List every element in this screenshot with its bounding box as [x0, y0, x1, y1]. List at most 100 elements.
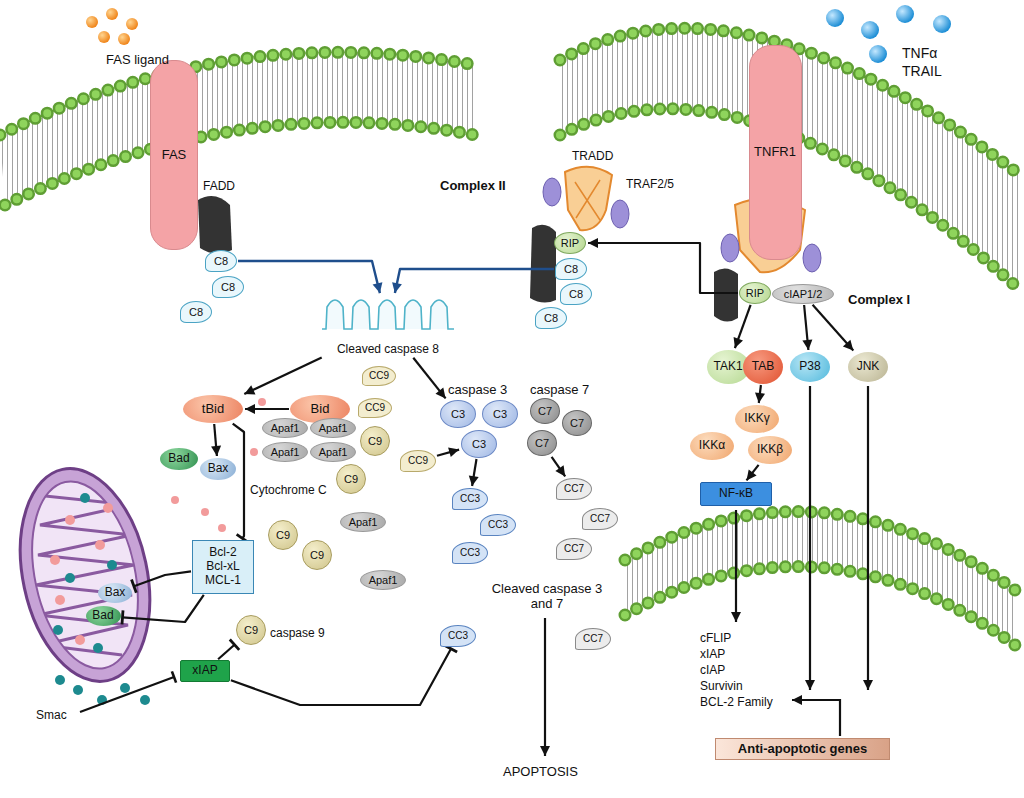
cytochrome-dot	[65, 515, 75, 525]
caspase8-blob: C8	[180, 301, 212, 323]
arrow-head	[843, 340, 853, 351]
inhibition-bar	[230, 640, 239, 650]
smac-dot	[107, 560, 117, 570]
label: Complex II	[440, 176, 506, 194]
apaf1-oval: Apaf1	[340, 512, 386, 532]
node-text: TNFR1	[754, 145, 796, 160]
connector	[245, 404, 289, 414]
connector	[392, 269, 554, 293]
bax-oval: Bax	[200, 458, 236, 480]
node-text: Cleaved caspase 8	[337, 343, 439, 357]
smac-dot	[65, 573, 75, 583]
smac-dot	[55, 675, 65, 685]
connector	[238, 261, 382, 293]
node-text: RIP	[561, 237, 579, 250]
cytochrome-dot	[55, 595, 65, 605]
apaf1-oval: Apaf1	[262, 442, 308, 462]
caspase3-circle: C3	[440, 400, 476, 428]
label-text: APOPTOSIS	[503, 764, 578, 779]
node-text: Bax	[208, 462, 229, 476]
node-text: C8	[221, 281, 235, 294]
caspase8-blob: C8	[560, 283, 592, 305]
ligand-ball	[933, 15, 951, 33]
cleaved-caspase9: CC9	[358, 398, 392, 418]
fadd-shape	[714, 268, 738, 321]
cleaved-caspase3: CC3	[452, 488, 488, 510]
node-text: MCL-1	[205, 574, 241, 588]
arrow-head	[245, 404, 255, 414]
membrane-heads	[5, 122, 475, 205]
node-text: IKKβ	[757, 443, 783, 457]
label: Cleaved caspase 3 and 7	[486, 582, 608, 612]
arrow-head	[448, 447, 459, 457]
connector	[437, 447, 459, 457]
node-text: Apaf1	[271, 422, 300, 435]
node-text: NF-κB	[719, 487, 753, 501]
label: caspase 3	[448, 380, 507, 398]
ikk-circle: IKKγ	[735, 405, 779, 433]
node-text: C3	[472, 438, 486, 451]
rip-circle: RIP	[739, 282, 771, 304]
traf-oval	[721, 234, 739, 262]
node-text: Bad	[92, 609, 113, 623]
connector-line	[395, 269, 554, 293]
apaf1-oval: Apaf1	[360, 570, 406, 590]
nfkb-box: NF-κB	[700, 482, 772, 506]
node-text: C8	[214, 255, 228, 268]
label-text: caspase 7	[530, 382, 589, 397]
node-text: CC7	[583, 633, 603, 645]
label-text: caspase 3	[448, 382, 507, 397]
node-text: CC9	[369, 370, 389, 382]
connector-line	[238, 261, 380, 293]
connector	[802, 305, 812, 350]
connector	[469, 459, 479, 486]
node-text: Apaf1	[271, 446, 300, 459]
arrow-head	[588, 238, 598, 248]
node-text: C9	[344, 473, 358, 486]
node-text: C9	[310, 549, 324, 562]
connector-line	[813, 305, 854, 351]
membrane-core	[0, 52, 475, 205]
cytochrome-dot	[218, 524, 226, 532]
node-text: TAK1	[713, 360, 742, 374]
cytochrome-dot	[171, 496, 179, 504]
connector	[813, 305, 854, 351]
arrow-head	[469, 475, 479, 486]
label: TRADD	[572, 146, 613, 164]
node-text: Bid	[311, 402, 330, 417]
ligand-ball	[869, 45, 887, 63]
caspase9-circle: C9	[360, 426, 390, 456]
node-text: CC3	[460, 493, 480, 505]
smac-dot	[140, 695, 150, 705]
membrane-heads	[5, 122, 475, 205]
apaf1-oval: Apaf1	[310, 418, 356, 438]
node-text: IKKα	[699, 439, 725, 453]
cytochrome-dot	[258, 398, 266, 406]
membrane-heads	[625, 512, 1015, 590]
node-text: CC3	[488, 519, 508, 531]
connector-line	[123, 595, 204, 622]
cleaved-caspase8: Cleaved caspase 8	[318, 295, 458, 357]
label: TNFα	[902, 44, 937, 62]
node-text: Apaf1	[349, 516, 378, 529]
node-text: C8	[189, 306, 203, 319]
caspase7-circle: C7	[530, 398, 560, 424]
inhibition-connector	[132, 571, 192, 592]
membrane-core	[560, 28, 1020, 290]
cytochrome-dot	[201, 508, 209, 516]
label: FAS ligand	[106, 50, 169, 68]
node-text: CC9	[365, 402, 385, 414]
connector	[413, 358, 445, 399]
traf-oval	[543, 178, 561, 206]
node-text: Bax	[105, 586, 126, 600]
traf-oval	[803, 244, 821, 272]
caspase8-blob: C8	[205, 250, 237, 272]
node-text: CC7	[564, 483, 584, 495]
receptor: FAS	[150, 60, 198, 250]
connector-line	[747, 465, 759, 481]
connector	[588, 238, 738, 293]
fadd-shape	[198, 196, 232, 254]
caspase9-circle: C9	[268, 520, 298, 550]
node-text: CC7	[590, 513, 610, 525]
arrow-head	[747, 469, 757, 480]
